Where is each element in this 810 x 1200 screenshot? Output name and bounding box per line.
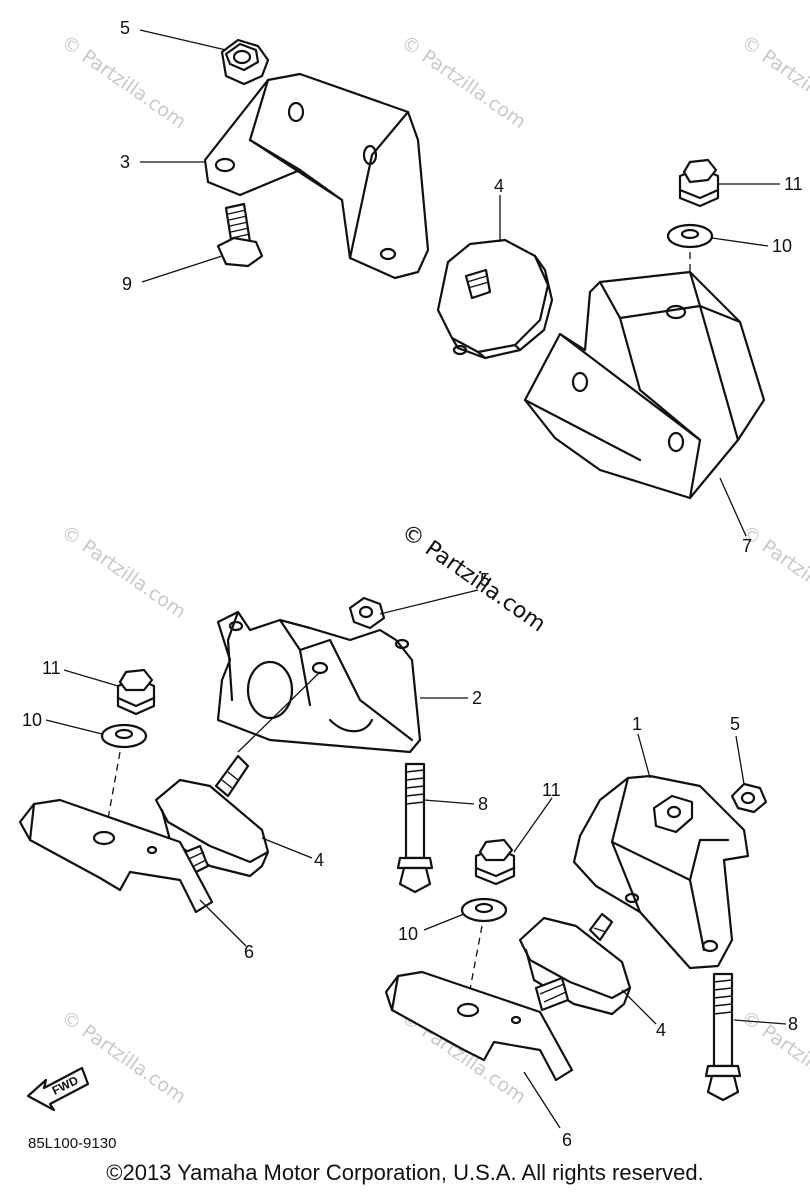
part-11-nut-left: [116, 668, 156, 716]
watermark: © Partzilla.com: [397, 31, 530, 133]
diagram-code: 85L100-9130: [28, 1135, 116, 1152]
part-5-nut-mid: [348, 596, 386, 630]
callout-5: 5: [480, 570, 490, 590]
callout-4: 4: [656, 1020, 666, 1040]
callout-5: 5: [730, 714, 740, 734]
callout-6: 6: [244, 942, 254, 962]
part-11-nut-right: [474, 838, 516, 886]
callout-8: 8: [788, 1014, 798, 1034]
callout-7: 7: [742, 536, 752, 556]
callout-5: 5: [120, 18, 130, 38]
part-6-plate-left: [18, 798, 214, 914]
part-10-washer-top: [666, 223, 714, 249]
part-8-bolt-right: [704, 972, 742, 1102]
part-10-washer-left: [100, 723, 148, 749]
part-11-nut-top: [678, 158, 720, 208]
part-1-right-bracket: [572, 774, 750, 970]
callout-1: 1: [632, 714, 642, 734]
watermark: © Partzilla.com: [57, 1006, 190, 1108]
callout-11: 11: [42, 658, 61, 678]
part-4-damper-right: [518, 912, 632, 1016]
callout-4: 4: [494, 176, 504, 196]
part-5-nut-right: [730, 782, 768, 814]
callouts: 5 3 9 4 11 10 7 5 2 11 10 4 6 8 1 5 11 1…: [22, 18, 803, 1150]
assembly-line: [237, 671, 321, 753]
callout-10: 10: [22, 710, 42, 730]
watermark: © Partzilla.com: [57, 521, 190, 623]
callout-4: 4: [314, 850, 324, 870]
callout-6: 6: [562, 1130, 572, 1150]
callout-11: 11: [542, 780, 561, 800]
watermark: © Partzilla.com: [57, 31, 190, 133]
callout-9: 9: [122, 274, 132, 294]
part-5-nut-top: [220, 38, 270, 86]
copyright-notice: ©2013 Yamaha Motor Corporation, U.S.A. A…: [106, 1160, 704, 1185]
part-10-washer-right: [460, 897, 508, 923]
part-6-plate-right: [384, 970, 574, 1082]
part-2-center-bracket: [216, 610, 422, 754]
callout-10: 10: [772, 236, 792, 256]
callout-8: 8: [478, 794, 488, 814]
part-4-damper-top: [436, 238, 554, 360]
callout-11: 11: [784, 174, 803, 194]
callout-3: 3: [120, 152, 130, 172]
callout-10: 10: [398, 924, 418, 944]
part-9-bolt: [216, 202, 264, 268]
part-3-upper-bracket: [203, 72, 430, 280]
part-7-lower-bracket: [523, 270, 766, 500]
callout-2: 2: [472, 688, 482, 708]
fwd-arrow-icon: FWD: [26, 1066, 90, 1112]
part-8-bolt-mid: [396, 762, 434, 894]
leader-lines: [45, 29, 787, 1129]
watermark-center: © Partzilla.com: [397, 519, 550, 637]
watermark: © Partzilla.com: [737, 31, 810, 133]
